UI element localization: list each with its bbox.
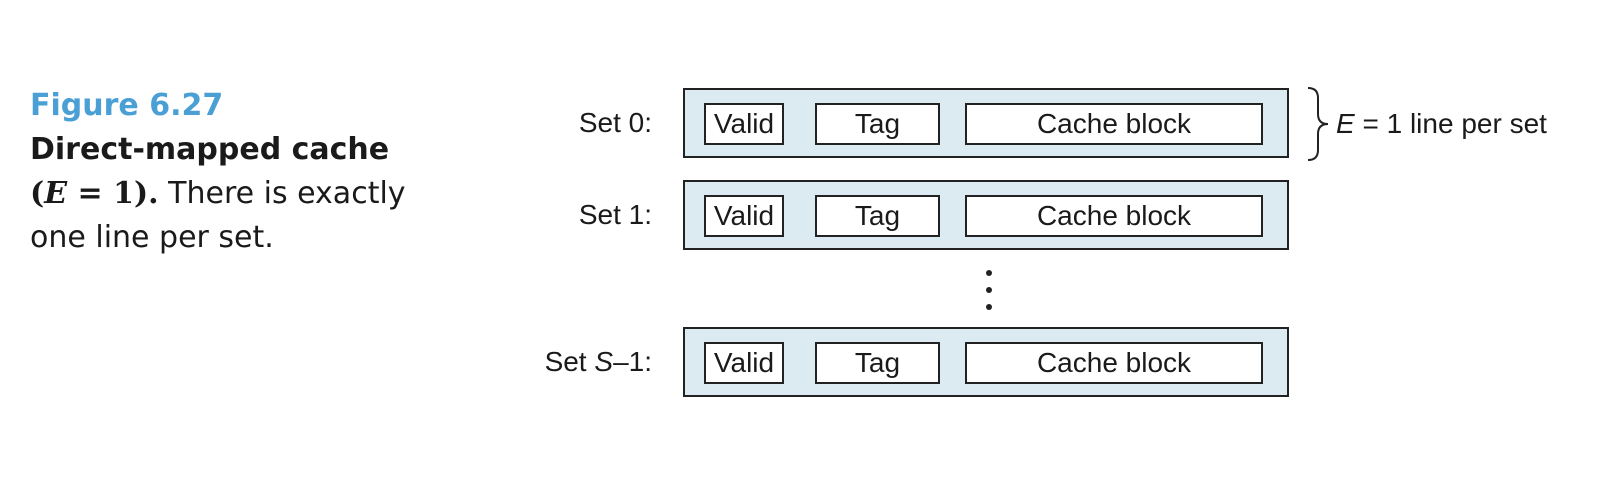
set-0-tag-cell: Tag: [815, 103, 940, 145]
set-1-valid-cell: Valid: [704, 195, 784, 237]
vertical-ellipsis-dot: [986, 270, 992, 276]
figure-title: Direct-mapped cache: [30, 132, 390, 167]
math-variable-e: E: [44, 176, 68, 211]
set-0-label: Set 0:: [578, 107, 652, 138]
set-1-label: Set 1:: [578, 199, 652, 230]
lines-per-set-annotation: E = 1 line per set: [1336, 108, 1547, 140]
figure-description-line-1: (E = 1). There is exactly: [30, 172, 430, 216]
set-0-valid-cell: Valid: [704, 103, 784, 145]
figure-number: Figure 6.27: [30, 88, 224, 123]
set-s-minus-1-valid-cell: Valid: [704, 342, 784, 384]
set-s-minus-1-row: Valid Tag Cache block: [683, 327, 1289, 397]
set-s-minus-1-label: Set S–1:: [452, 346, 652, 378]
set-label-prefix: Set: [544, 346, 595, 377]
math-close-paren: ).: [133, 176, 159, 211]
vertical-ellipsis-dot: [986, 304, 992, 310]
annotation-text: = 1 line per set: [1354, 108, 1547, 139]
math-open-paren: (: [30, 176, 45, 211]
description-text: There is exactly: [158, 176, 406, 211]
set-s-minus-1-tag-cell: Tag: [815, 342, 940, 384]
figure-description-line-2: one line per set.: [30, 220, 274, 255]
set-1-row: Valid Tag Cache block: [683, 180, 1289, 250]
set-1-tag-cell: Tag: [815, 195, 940, 237]
set-1-cache-block-cell: Cache block: [965, 195, 1263, 237]
annotation-variable-e: E: [1336, 108, 1355, 139]
set-s-minus-1-cache-block-cell: Cache block: [965, 342, 1263, 384]
curly-brace-icon: [1307, 87, 1329, 161]
vertical-ellipsis-dot: [986, 287, 992, 293]
set-label-variable-s: S: [594, 346, 614, 377]
set-0-cache-block-cell: Cache block: [965, 103, 1263, 145]
set-0-row: Valid Tag Cache block: [683, 88, 1289, 158]
math-equals-one: = 1: [67, 176, 134, 211]
set-label-suffix: –1:: [613, 346, 652, 377]
math-expression: (E = 1).: [30, 176, 159, 211]
figure-caption: Figure 6.27 Direct-mapped cache (E = 1).…: [30, 84, 430, 260]
